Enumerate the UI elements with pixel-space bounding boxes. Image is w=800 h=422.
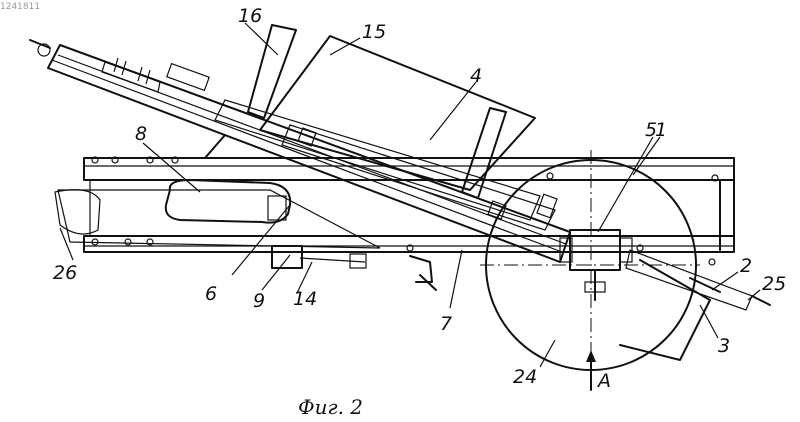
label-8: 8 [135,123,147,145]
label-6: 6 [205,283,217,305]
corner-mark: 1241811 [0,2,40,12]
view-arrow-a: A [586,350,611,392]
figure-caption: Фиг. 2 [298,395,363,419]
label-26: 26 [53,262,77,284]
label-15: 15 [362,21,386,43]
label-7: 7 [440,313,452,335]
label-4: 4 [470,65,482,87]
inclined-beam [30,40,570,262]
label-9: 9 [253,290,265,312]
label-24: 24 [513,366,537,388]
label-5: 5 [645,119,657,141]
cylinder-8 [166,180,290,223]
label-3: 3 [718,335,730,357]
label-14: 14 [293,288,317,310]
label-2: 2 [740,255,752,277]
view-letter: A [596,370,611,392]
label-16: 16 [238,5,262,27]
label-25: 25 [762,273,786,295]
housing-15 [205,36,535,190]
